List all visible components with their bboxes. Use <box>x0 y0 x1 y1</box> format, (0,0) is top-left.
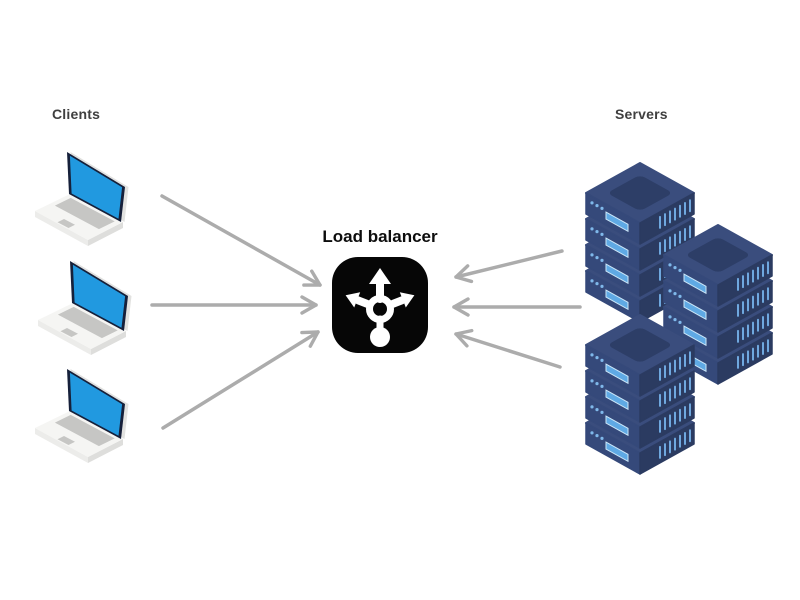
clients-label: Clients <box>52 106 101 122</box>
client-arrow-1 <box>160 194 322 287</box>
client-laptop <box>33 149 143 249</box>
laptop-icon <box>35 152 129 246</box>
servers-label: Servers <box>615 106 668 122</box>
server-cluster <box>583 158 783 478</box>
load-balancer-icon <box>332 257 428 353</box>
server-stack-icon <box>583 158 783 478</box>
laptop-icon <box>35 369 129 463</box>
client-laptop <box>33 366 143 466</box>
load-balancer-title: Load balancer <box>322 227 438 246</box>
client-laptop <box>36 258 146 358</box>
server-arrow-1 <box>454 249 564 284</box>
server-arrow-3 <box>454 328 562 369</box>
laptop-icon <box>38 261 132 355</box>
load-balancer-node <box>332 257 428 353</box>
server-stack-front-left <box>586 315 694 474</box>
client-arrow-3 <box>161 330 320 430</box>
